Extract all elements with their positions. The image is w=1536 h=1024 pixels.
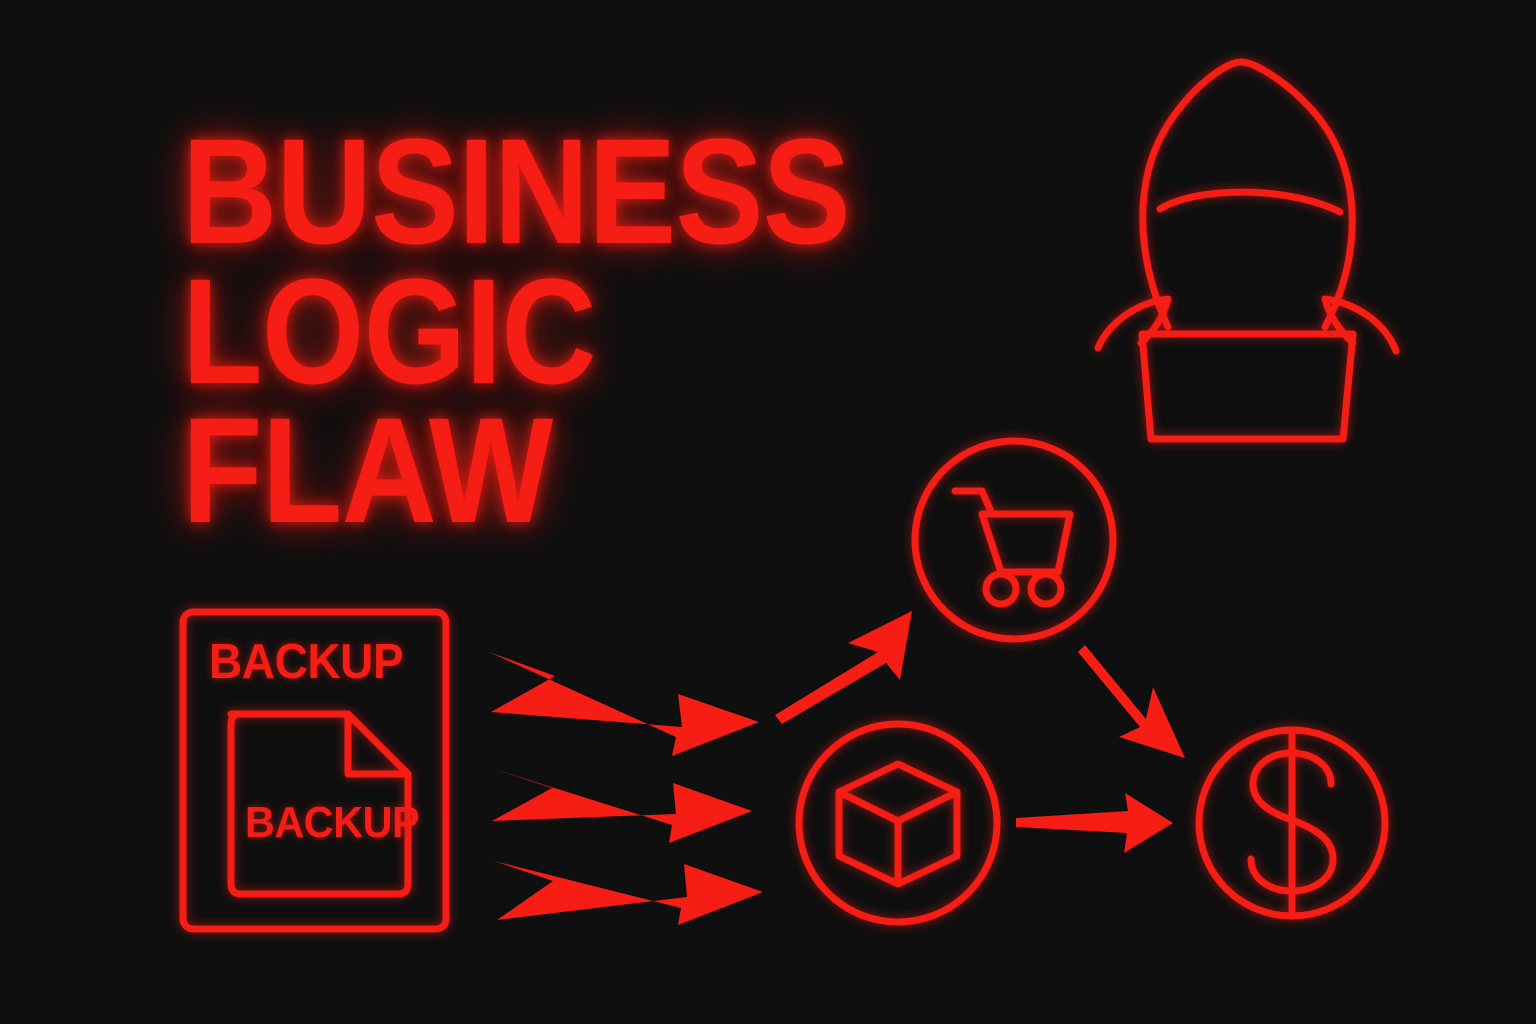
bulk-arrow-bottom	[494, 861, 763, 925]
arrow-to-cart-shape	[775, 611, 912, 724]
document-sheet-label: BACKUP	[245, 798, 420, 847]
box-circle-border	[795, 720, 1001, 926]
shopping-cart-node[interactable]	[911, 437, 1117, 643]
hood-outline-icon	[1139, 58, 1356, 331]
cube-left-face-icon	[835, 788, 902, 888]
document-fold-icon	[344, 710, 412, 778]
shoulder-left-icon	[1094, 295, 1172, 352]
cart-basket-icon	[978, 510, 1074, 576]
hood-brim-icon	[1156, 188, 1344, 216]
headline-line-1: BUSINESS	[182, 107, 851, 275]
headline-line-3: FLAW	[182, 386, 553, 554]
cart-handle-icon	[951, 487, 996, 518]
backup-card-border	[179, 608, 450, 933]
arrow-box-to-money-shape	[1016, 793, 1173, 853]
hacker-figure	[1094, 58, 1400, 443]
bulk-arrow-middle	[491, 768, 752, 843]
bulk-arrow-top	[489, 652, 759, 756]
arrow-to-cart	[775, 611, 912, 724]
arrow-box-to-money	[1016, 793, 1173, 853]
shoulder-right-icon	[1321, 295, 1400, 355]
dollar-circle-border	[1195, 726, 1389, 920]
cube-right-face-icon	[894, 788, 961, 888]
cart-wheel-right-icon	[1027, 570, 1065, 608]
headline-line-2: LOGIC	[182, 246, 596, 415]
backup-card	[179, 608, 450, 933]
dollar-node[interactable]	[1195, 726, 1389, 920]
cart-circle-border	[911, 437, 1117, 643]
package-node[interactable]	[795, 720, 1001, 926]
bulk-arrow-group	[489, 652, 763, 925]
backup-card-title: BACKUP	[209, 635, 404, 689]
page-title: BUSINESS LOGIC FLAW	[182, 107, 942, 554]
arrow-cart-to-money	[1078, 645, 1185, 758]
cube-top-face-icon	[835, 760, 961, 825]
document-sheet-icon	[227, 710, 412, 898]
laptop-icon	[1138, 330, 1357, 443]
arrow-cart-to-money-shape	[1078, 645, 1185, 758]
cart-wheel-left-icon	[982, 570, 1020, 608]
